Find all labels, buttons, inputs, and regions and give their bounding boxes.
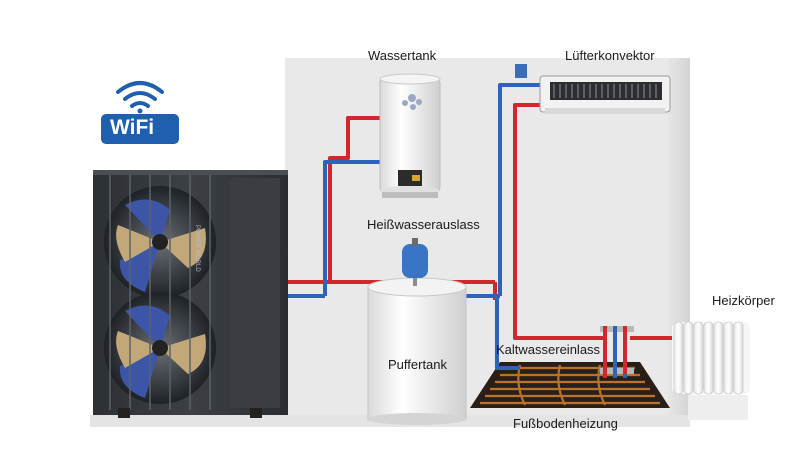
heat-pump-unit [93,170,288,418]
buffer-tank [367,277,467,425]
label-wifi: WiFi [110,116,155,139]
label-fussbodenheizung: Fußbodenheizung [513,416,618,431]
wifi-icon [101,81,179,144]
radiator [672,321,750,395]
label-puffertank: Puffertank [388,357,448,372]
lower-fan [104,292,216,404]
label-luefterkonvektor: Lüfterkonvektor [565,48,655,63]
label-heizkoerper: Heizkörper [712,293,775,308]
label-heisswasserauslass: Heißwasserauslass [367,217,480,232]
floor-heating-manifold [600,326,634,374]
fan-convector [515,64,671,114]
expansion-vessel [402,238,428,286]
label-unit-brand: POWER WORLD [194,225,200,272]
label-wassertank: Wassertank [368,48,437,63]
water-tank [379,73,441,198]
label-kaltwassereinlass: Kaltwassereinlass [496,342,601,357]
